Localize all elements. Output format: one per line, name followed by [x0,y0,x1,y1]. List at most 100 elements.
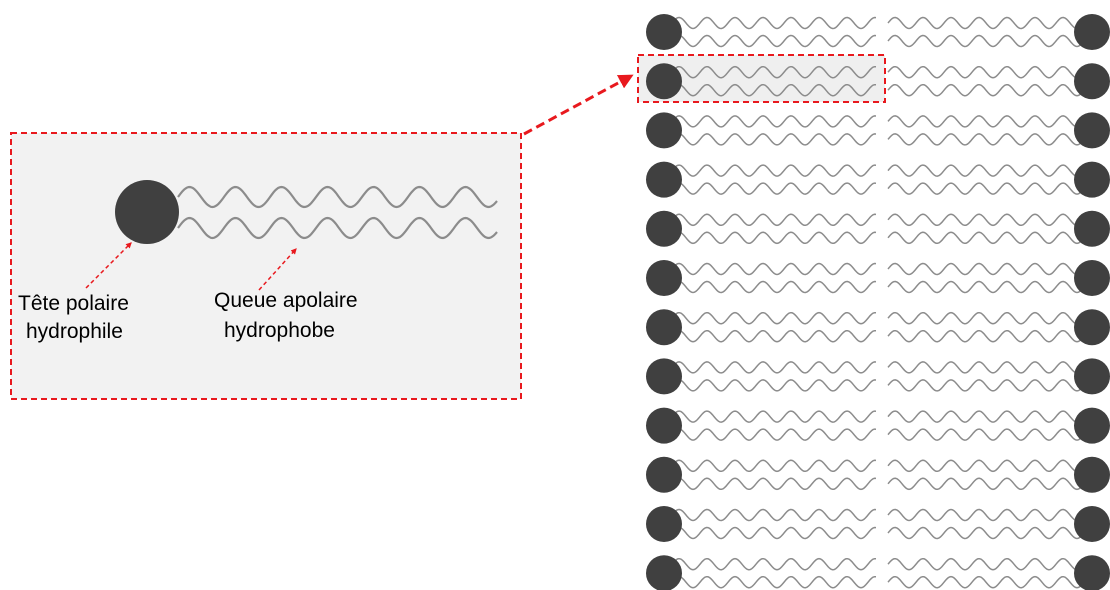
phospholipid-right [887,407,1110,444]
apolar-tail-label-line2: hydrophobe [224,319,335,342]
lipid-head [1074,555,1110,590]
lipid-tail [671,16,877,30]
lipid-tail [887,361,1087,374]
lipid-tail [887,231,1087,245]
lipid-head [646,358,682,395]
lipid-head [1074,309,1110,346]
phospholipid-right [887,506,1110,542]
lipid-tail [671,262,877,276]
lipid-tail [671,557,877,571]
lipid-head [646,14,682,50]
lipid-tail [671,65,877,79]
lipid-tail [671,526,877,540]
zoom-connector-arrow [523,74,634,136]
lipid-tail [887,311,1087,325]
lipid-head [646,161,682,198]
lipid-tail [671,164,877,177]
polar-head-label-line2: hydrophile [26,320,123,343]
phospholipid-left [646,210,877,247]
zoom-box [10,132,522,400]
lipid-head [1074,112,1110,149]
lipid-head [1074,14,1110,50]
lipid-head [1074,407,1110,444]
lipid-tail [887,508,1087,522]
phospholipid-left [646,161,877,198]
lipid-tail [887,182,1087,195]
phospholipid-left [646,14,877,50]
phospholipid-right [887,14,1110,50]
phospholipid-right [887,210,1110,247]
lipid-tail [671,311,877,325]
apolar-tail-label-line1: Queue apolaire [214,289,358,312]
phospholipid-right [887,112,1110,149]
lipid-head [1074,506,1110,542]
lipid-head [646,456,682,493]
lipid-head [1074,210,1110,247]
lipid-tail [671,83,877,97]
lipid-tail [887,213,1087,227]
lipid-tail [671,329,877,343]
lipid-tail [671,361,877,374]
lipid-head [646,112,682,149]
lipid-head [646,407,682,444]
lipid-tail [671,477,877,491]
lipid-tail [887,280,1087,294]
phospholipid-left [646,260,877,296]
lipid-tail [671,379,877,392]
zoom-tail-lower [177,216,498,240]
phospholipid-right [887,63,1110,100]
phospholipid-left [646,555,877,590]
lipid-tail [671,231,877,245]
lipid-tail [887,16,1087,30]
phospholipid-left [646,309,877,346]
phospholipid-left [646,407,877,444]
tail-pointer-arrow [258,248,297,291]
lipid-tail [671,182,877,195]
lipid-tail [887,329,1087,343]
lipid-tail [887,83,1087,97]
lipid-tail [671,410,877,423]
selected-phospholipid-highlight [637,54,886,103]
lipid-tail [887,477,1087,491]
phospholipid-left [646,112,877,149]
polar-head-label-line1: Tête polaire [18,292,129,315]
head-pointer-arrow [85,242,132,289]
lipid-tail [887,410,1087,423]
lipid-tail [887,34,1087,48]
zoom-panel [10,132,522,400]
lipid-tail [887,428,1087,441]
lipid-tail [887,115,1087,128]
zoom-polar-head [115,180,179,244]
lipid-head [646,210,682,247]
lipid-head [646,506,682,542]
phospholipid-right [887,260,1110,296]
lipid-head [1074,260,1110,296]
phospholipid-right [887,161,1110,198]
lipid-tail [671,34,877,48]
zoom-tail-upper [177,185,498,209]
phospholipid-left [646,506,877,542]
lipid-tail [887,65,1087,79]
lipid-tail [671,213,877,227]
phospholipid-right [887,358,1110,395]
phospholipid-left [646,358,877,395]
phospholipid-bilayer [646,14,1110,590]
lipid-tail [671,428,877,441]
phospholipid-left [646,456,877,493]
lipid-tail [887,262,1087,276]
lipid-head [1074,63,1110,100]
lipid-head [646,555,682,590]
lipid-head [646,63,682,100]
lipid-tail [671,133,877,146]
lipid-head [1074,456,1110,493]
lipid-head [1074,161,1110,198]
lipid-tail [671,508,877,522]
lipid-tail [671,575,877,589]
lipid-tail [887,164,1087,177]
lipid-tail [671,115,877,128]
lipid-tail [887,557,1087,571]
lipid-tail [887,459,1087,473]
phospholipid-right [887,456,1110,493]
lipid-head [1074,358,1110,395]
